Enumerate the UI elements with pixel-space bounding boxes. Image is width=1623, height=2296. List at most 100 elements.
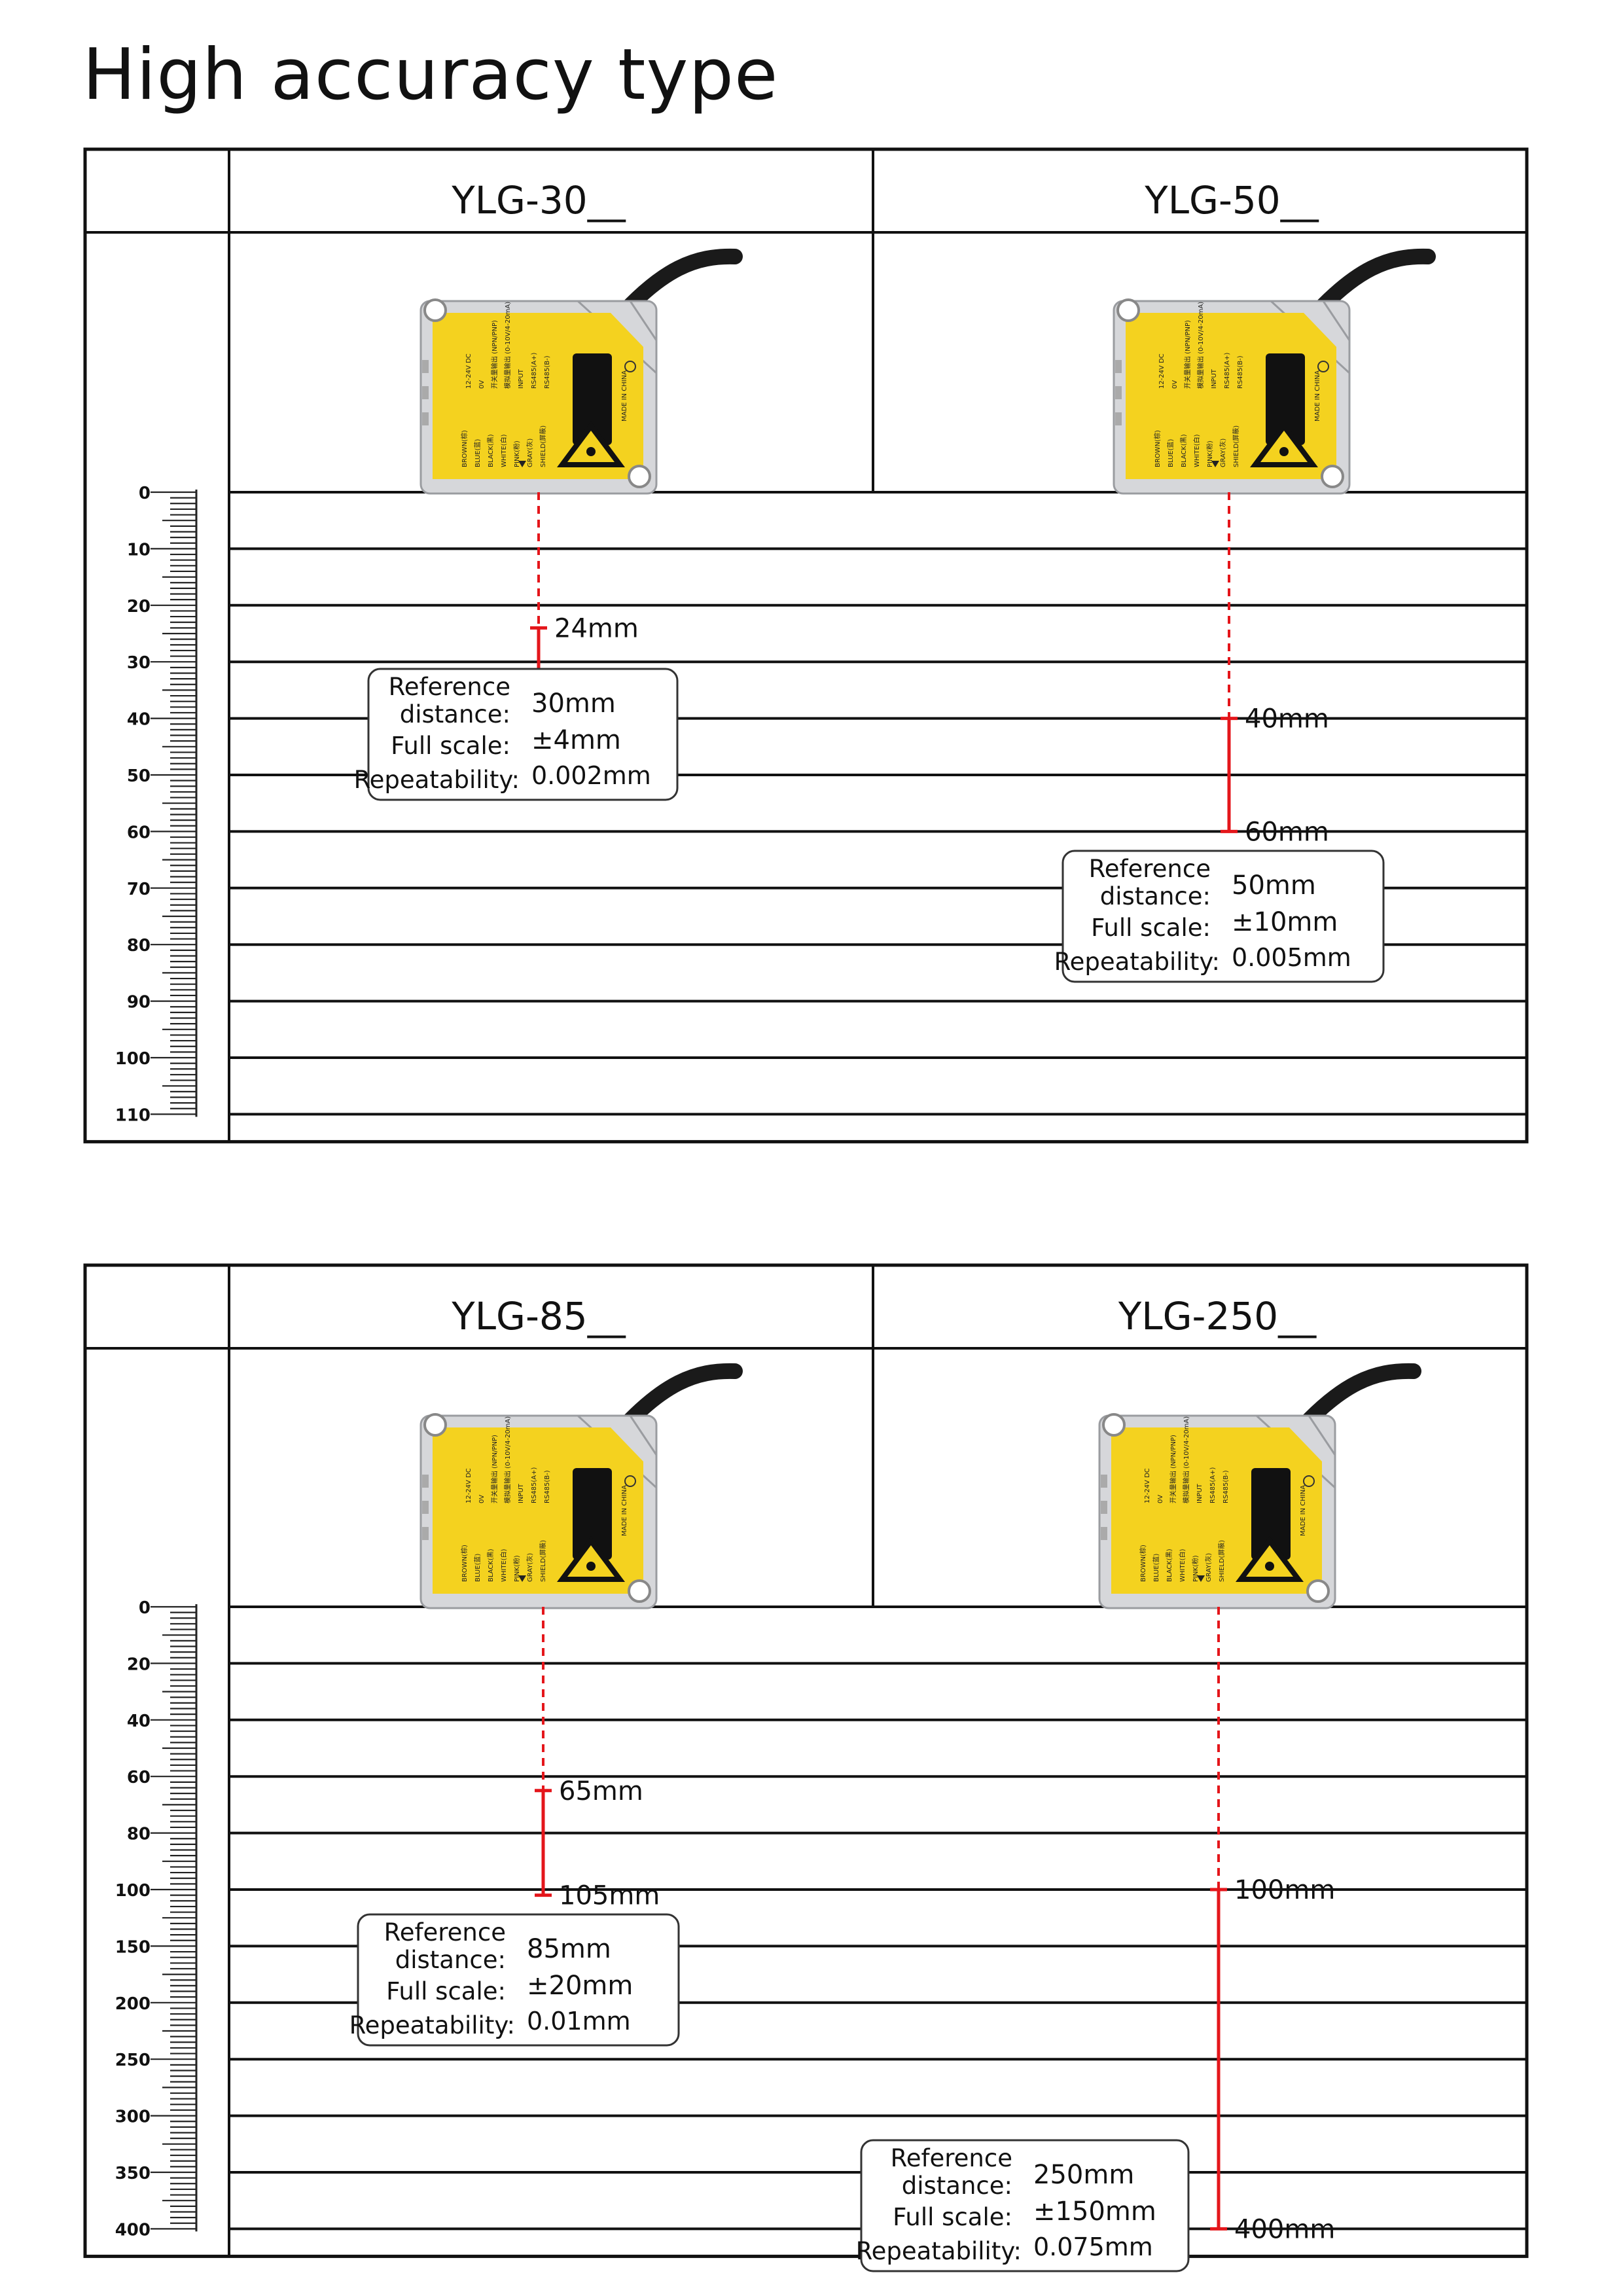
full-scale-label: Full scale: xyxy=(386,1977,506,2005)
reference-distance-value: 250mm xyxy=(1033,2160,1134,2190)
sensor-wiring-value: 0V xyxy=(478,1495,486,1503)
sensor-wiring-value: INPUT xyxy=(518,1483,525,1503)
sensor-window xyxy=(1266,353,1305,445)
full-scale-label: Full scale: xyxy=(893,2203,1012,2231)
sensor-image: BROWN(棕)BLUE(蓝)BLACK(黑)WHITE(白)PINK(粉)GR… xyxy=(419,1363,743,1609)
sensor-wiring-label: BLUE(蓝) xyxy=(1167,439,1175,467)
sensor-wiring-value: 12-24V DC xyxy=(1144,1468,1151,1503)
model-name-YLG-85: YLG-85__ xyxy=(451,1294,626,1338)
sensor-wiring-label: SHIELD(屏蔽) xyxy=(1218,1540,1226,1582)
full-scale-value: ±4mm xyxy=(531,725,621,755)
repeatability-label: Repeatability: xyxy=(354,766,520,794)
sensor-wiring-value: RS485(B-) xyxy=(544,1470,551,1503)
scale-tick-label: 90 xyxy=(127,993,151,1013)
scale-tick-label: 80 xyxy=(127,936,151,956)
screw-icon xyxy=(1306,1579,1330,1603)
sensor-made-in: MADE IN CHINA xyxy=(621,1485,628,1536)
sensor-wiring-value: RS485(A+) xyxy=(531,1467,538,1503)
scale-tick-label: 250 xyxy=(115,2051,151,2070)
sensor-wiring-value: 0V xyxy=(478,380,486,389)
scale-tick-label: 30 xyxy=(127,653,151,673)
sensor-wiring-label: WHITE(白) xyxy=(499,1549,508,1582)
sensor-wiring-label: PINK(粉) xyxy=(512,1555,521,1582)
sensor-wiring-label: GRAY(灰) xyxy=(526,1553,534,1582)
table-top: 0102030405060708090100110YLG-30__BROWN(棕… xyxy=(83,147,1529,1143)
scale-tick-label: 100 xyxy=(115,1049,151,1069)
scale-tick-label: 20 xyxy=(127,1655,151,1674)
full-scale-label: Full scale: xyxy=(1091,914,1211,942)
sensor-window xyxy=(573,1468,612,1560)
sensor-wiring-label: BROWN(棕) xyxy=(1139,1545,1147,1582)
full-scale-label: Full scale: xyxy=(391,732,510,760)
range-min-label: 40mm xyxy=(1245,704,1329,734)
sensor-wiring-value: 模拟量输出 (0-10V/4-20mA) xyxy=(503,1416,512,1503)
sensor-wiring-value: RS485(B-) xyxy=(544,355,551,389)
sensor-wiring-label: SHIELD(屏蔽) xyxy=(1232,425,1240,467)
sensor-wiring-label: PINK(粉) xyxy=(1191,1555,1200,1582)
sensor-wiring-value: RS485(B-) xyxy=(1237,355,1244,389)
sensor-wiring-value: 开关量输出 (NPN/PNP) xyxy=(490,320,499,389)
scale-tick-label: 0 xyxy=(139,484,151,503)
sensor-wiring-value: RS485(A+) xyxy=(531,352,538,389)
sensor-wiring-value: 12-24V DC xyxy=(465,353,473,389)
scale-tick-label: 150 xyxy=(115,1937,151,1957)
range-max-label: 400mm xyxy=(1234,2214,1335,2244)
sensor-wiring-label: BLACK(黑) xyxy=(487,1549,495,1582)
sensor-wiring-label: GRAY(灰) xyxy=(526,439,534,467)
range-max-label: 105mm xyxy=(559,1881,660,1911)
reference-distance-label: distance: xyxy=(902,2172,1012,2200)
sensor-wiring-value: 模拟量输出 (0-10V/4-20mA) xyxy=(503,302,512,389)
spec-callout xyxy=(367,668,679,801)
repeatability-value: 0.005mm xyxy=(1232,943,1351,972)
scale-tick-label: 200 xyxy=(115,1994,151,2014)
sensor-image: BROWN(棕)BLUE(蓝)BLACK(黑)WHITE(白)PINK(粉)GR… xyxy=(419,248,743,495)
sensor-wiring-value: 开关量输出 (NPN/PNP) xyxy=(490,1435,499,1503)
sensor-wiring-label: BROWN(棕) xyxy=(1153,430,1162,467)
table-frame xyxy=(83,1263,1529,2258)
sensor-wiring-value: 0V xyxy=(1171,380,1179,389)
sensor-wiring-value: 模拟量输出 (0-10V/4-20mA) xyxy=(1182,1416,1190,1503)
range-min-label: 100mm xyxy=(1234,1875,1335,1905)
sensor-wiring-value: 12-24V DC xyxy=(465,1468,473,1503)
sensor-wiring-label: BROWN(棕) xyxy=(460,1545,469,1582)
sensor-wiring-label: BLACK(黑) xyxy=(487,434,495,467)
repeatability-value: 0.075mm xyxy=(1033,2233,1153,2261)
model-name-YLG-30: YLG-30__ xyxy=(451,178,626,223)
sensor-wiring-value: INPUT xyxy=(518,368,525,389)
reference-distance-label: distance: xyxy=(400,700,510,728)
sensor-wiring-value: RS485(B-) xyxy=(1222,1470,1230,1503)
scale-tick-label: 100 xyxy=(115,1881,151,1901)
sensor-wiring-value: RS485(A+) xyxy=(1224,352,1231,389)
reference-distance-label: distance: xyxy=(1100,882,1211,910)
reference-distance-label: distance: xyxy=(395,1946,506,1974)
sensor-wiring-label: BLACK(黑) xyxy=(1166,1549,1173,1582)
scale-tick-label: 60 xyxy=(127,1768,151,1787)
scale-tick-label: 10 xyxy=(127,540,151,560)
model-name-YLG-50: YLG-50__ xyxy=(1144,178,1319,223)
sensor-made-in: MADE IN CHINA xyxy=(1300,1485,1307,1536)
sensor-wiring-value: 0V xyxy=(1157,1495,1164,1503)
sensor-wiring-value: 开关量输出 (NPN/PNP) xyxy=(1169,1435,1177,1503)
sensor-wiring-label: BLACK(黑) xyxy=(1180,434,1188,467)
sensor-image: BROWN(棕)BLUE(蓝)BLACK(黑)WHITE(白)PINK(粉)GR… xyxy=(1113,248,1436,495)
sensor-made-in: MADE IN CHINA xyxy=(621,370,628,422)
scale-tick-label: 350 xyxy=(115,2164,151,2183)
repeatability-label: Repeatability: xyxy=(856,2237,1022,2265)
range-min-label: 65mm xyxy=(559,1776,643,1806)
scale-tick-label: 80 xyxy=(127,1825,151,1844)
scale-tick-label: 300 xyxy=(115,2108,151,2127)
screw-icon xyxy=(1321,465,1344,488)
reference-distance-label: Reference xyxy=(891,2144,1012,2172)
screw-icon xyxy=(628,465,651,488)
full-scale-value: ±150mm xyxy=(1033,2197,1156,2227)
scale-tick-label: 400 xyxy=(115,2220,151,2240)
sensor-wiring-label: BLUE(蓝) xyxy=(474,439,482,467)
sensor-wiring-label: GRAY(灰) xyxy=(1204,1553,1213,1582)
page-title: High accuracy type xyxy=(82,34,779,116)
sensor-wiring-value: INPUT xyxy=(1211,368,1218,389)
scale-tick-label: 60 xyxy=(127,823,151,842)
reference-distance-label: Reference xyxy=(384,1918,506,1946)
sensor-wiring-value: 开关量输出 (NPN/PNP) xyxy=(1183,320,1192,389)
sensor-wiring-label: WHITE(白) xyxy=(499,434,508,467)
